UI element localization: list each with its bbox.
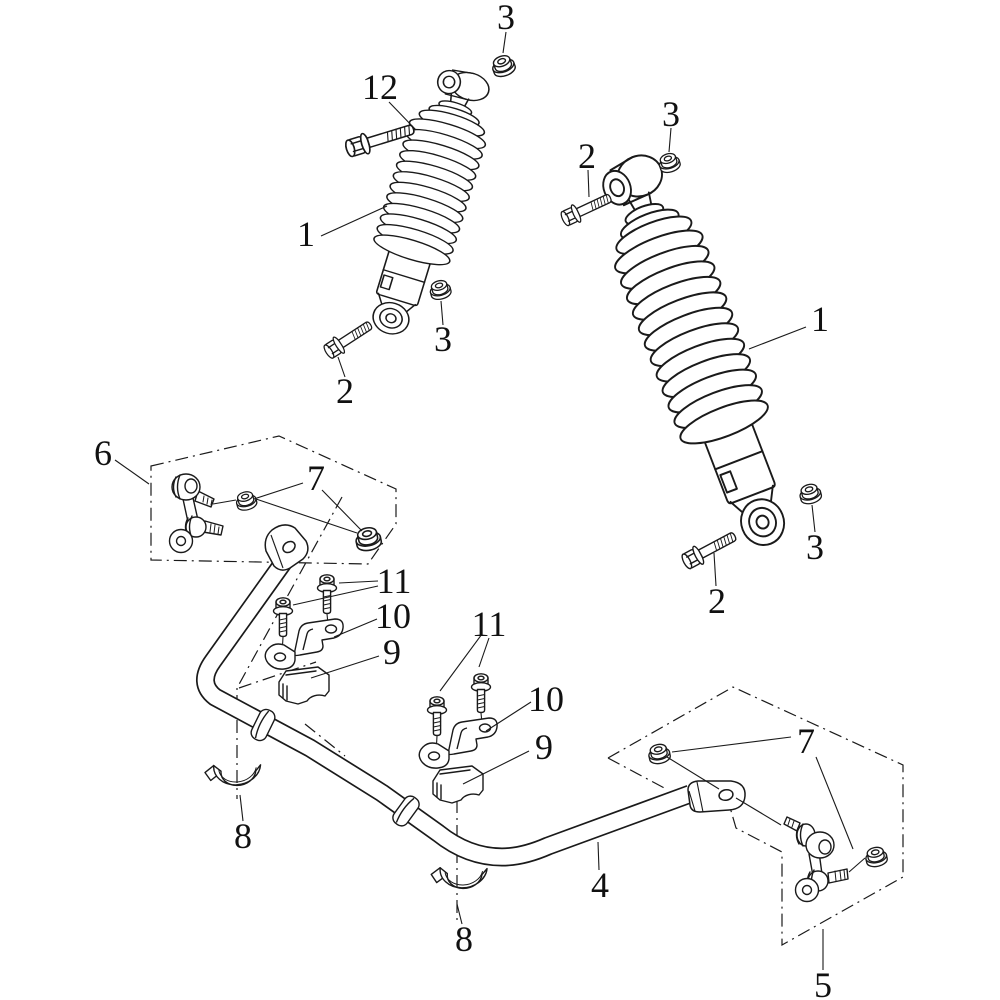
bolt-2 (558, 188, 615, 230)
leader-line-9 (310, 655, 380, 679)
leader-line-7 (815, 756, 854, 850)
leader-line-3 (668, 127, 672, 153)
leader-line-12 (388, 101, 417, 131)
leader-line-2 (337, 356, 346, 378)
nut-7 (863, 844, 890, 870)
leader-line-2 (587, 169, 590, 198)
leader-line-11 (478, 637, 490, 668)
leader-line-7 (253, 482, 304, 500)
bushing-half-right (429, 859, 491, 895)
leader-line-6 (114, 459, 150, 485)
leader-line-3 (440, 300, 444, 326)
bar-mount-group-right (419, 674, 497, 803)
leader-line-11 (292, 585, 379, 606)
leader-line-9 (462, 750, 530, 785)
nut-3 (797, 481, 824, 507)
leader-line-1 (748, 326, 807, 350)
leader-line-8 (456, 903, 463, 925)
reference-dashed-outlines (150, 435, 904, 947)
bushing-half-left (203, 755, 265, 793)
stabilizer-bar (196, 524, 746, 867)
assembly-axis-lines (212, 498, 866, 873)
leader-line-10 (333, 618, 378, 638)
bar-right-eye-plate (687, 780, 746, 813)
leader-line-4 (597, 841, 600, 871)
bolt-2 (678, 526, 741, 573)
leader-line-2 (713, 552, 717, 587)
nut-7 (233, 488, 259, 513)
leader-line-11 (338, 580, 379, 584)
leader-line-8 (239, 794, 244, 822)
leader-line-1 (320, 205, 388, 237)
leader-line-10 (485, 701, 532, 732)
end-link-left (168, 473, 224, 554)
nut-3 (488, 52, 518, 80)
leader-line-11 (439, 633, 483, 692)
end-link-right (783, 816, 849, 903)
leader-line-3 (502, 31, 507, 54)
callout-leader-lines (114, 31, 854, 970)
shock-absorber-right (579, 142, 816, 562)
leader-line-7 (671, 736, 792, 753)
leader-line-7 (321, 489, 363, 532)
bar-mount-group-left (265, 575, 343, 704)
bolt-2 (320, 315, 377, 362)
nut-7 (646, 741, 673, 767)
nut-3 (427, 277, 454, 303)
shock-absorber-left (347, 58, 506, 346)
leader-line-3 (811, 504, 816, 533)
